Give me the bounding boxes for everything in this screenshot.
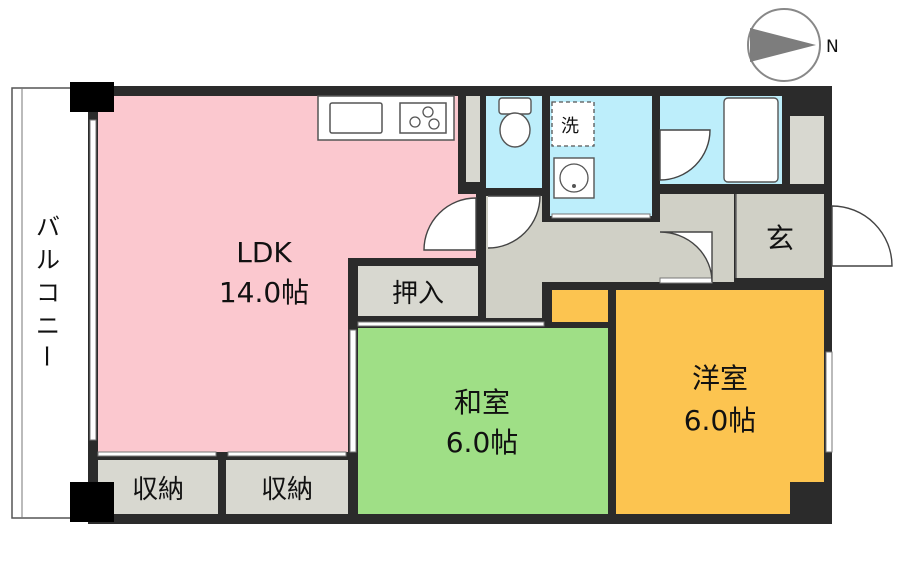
shuno-1-label: 収納 [132,475,184,505]
toilet-icon [498,97,532,115]
balcony-char-4: ニ [36,312,60,340]
kitchen-storage [466,96,480,182]
genkan [736,194,824,278]
balcony-char-2: ル [36,246,60,274]
ldk-size: 14.0帖 [219,276,309,309]
washer-label: 洗 [561,116,579,137]
balcony-char-5: ー [32,344,60,368]
oshiire-label: 押入 [392,279,444,309]
washitsu-size: 6.0帖 [446,426,519,459]
balcony: バ ル コ ニ ー [11,87,91,519]
balcony-char-1: バ [36,213,60,241]
room-oshiire [358,266,478,316]
shuno-2-label: 収納 [261,475,313,505]
pillar-bottom-left [70,482,114,522]
youshitsu-closet [552,290,608,322]
kitchen-sink-icon [329,102,383,134]
room-shuno-1 [98,460,218,514]
room-youshitsu [616,290,824,514]
entrance-closet [790,116,824,184]
compass-arrow-icon [750,28,816,62]
room-washitsu [358,328,608,514]
stove-icon [399,102,447,134]
door-swings [423,129,893,283]
room-ldk [98,96,476,452]
genkan-label: 玄 [766,222,794,255]
ldk-name: LDK [236,236,292,269]
hallway [486,194,734,318]
washer-space [551,101,595,147]
youshitsu-name: 洋室 [692,362,748,395]
pillar-top-left [70,82,114,112]
compass: N [747,8,839,82]
balcony-char-3: コ [36,279,60,307]
room-shuno-2 [226,460,348,514]
compass-north-label: N [826,37,839,57]
washitsu-name: 和室 [454,386,510,419]
bathtub-icon [723,97,779,183]
windows [89,119,833,457]
youshitsu-size: 6.0帖 [684,404,757,437]
pillar-bottom-right [790,482,824,514]
